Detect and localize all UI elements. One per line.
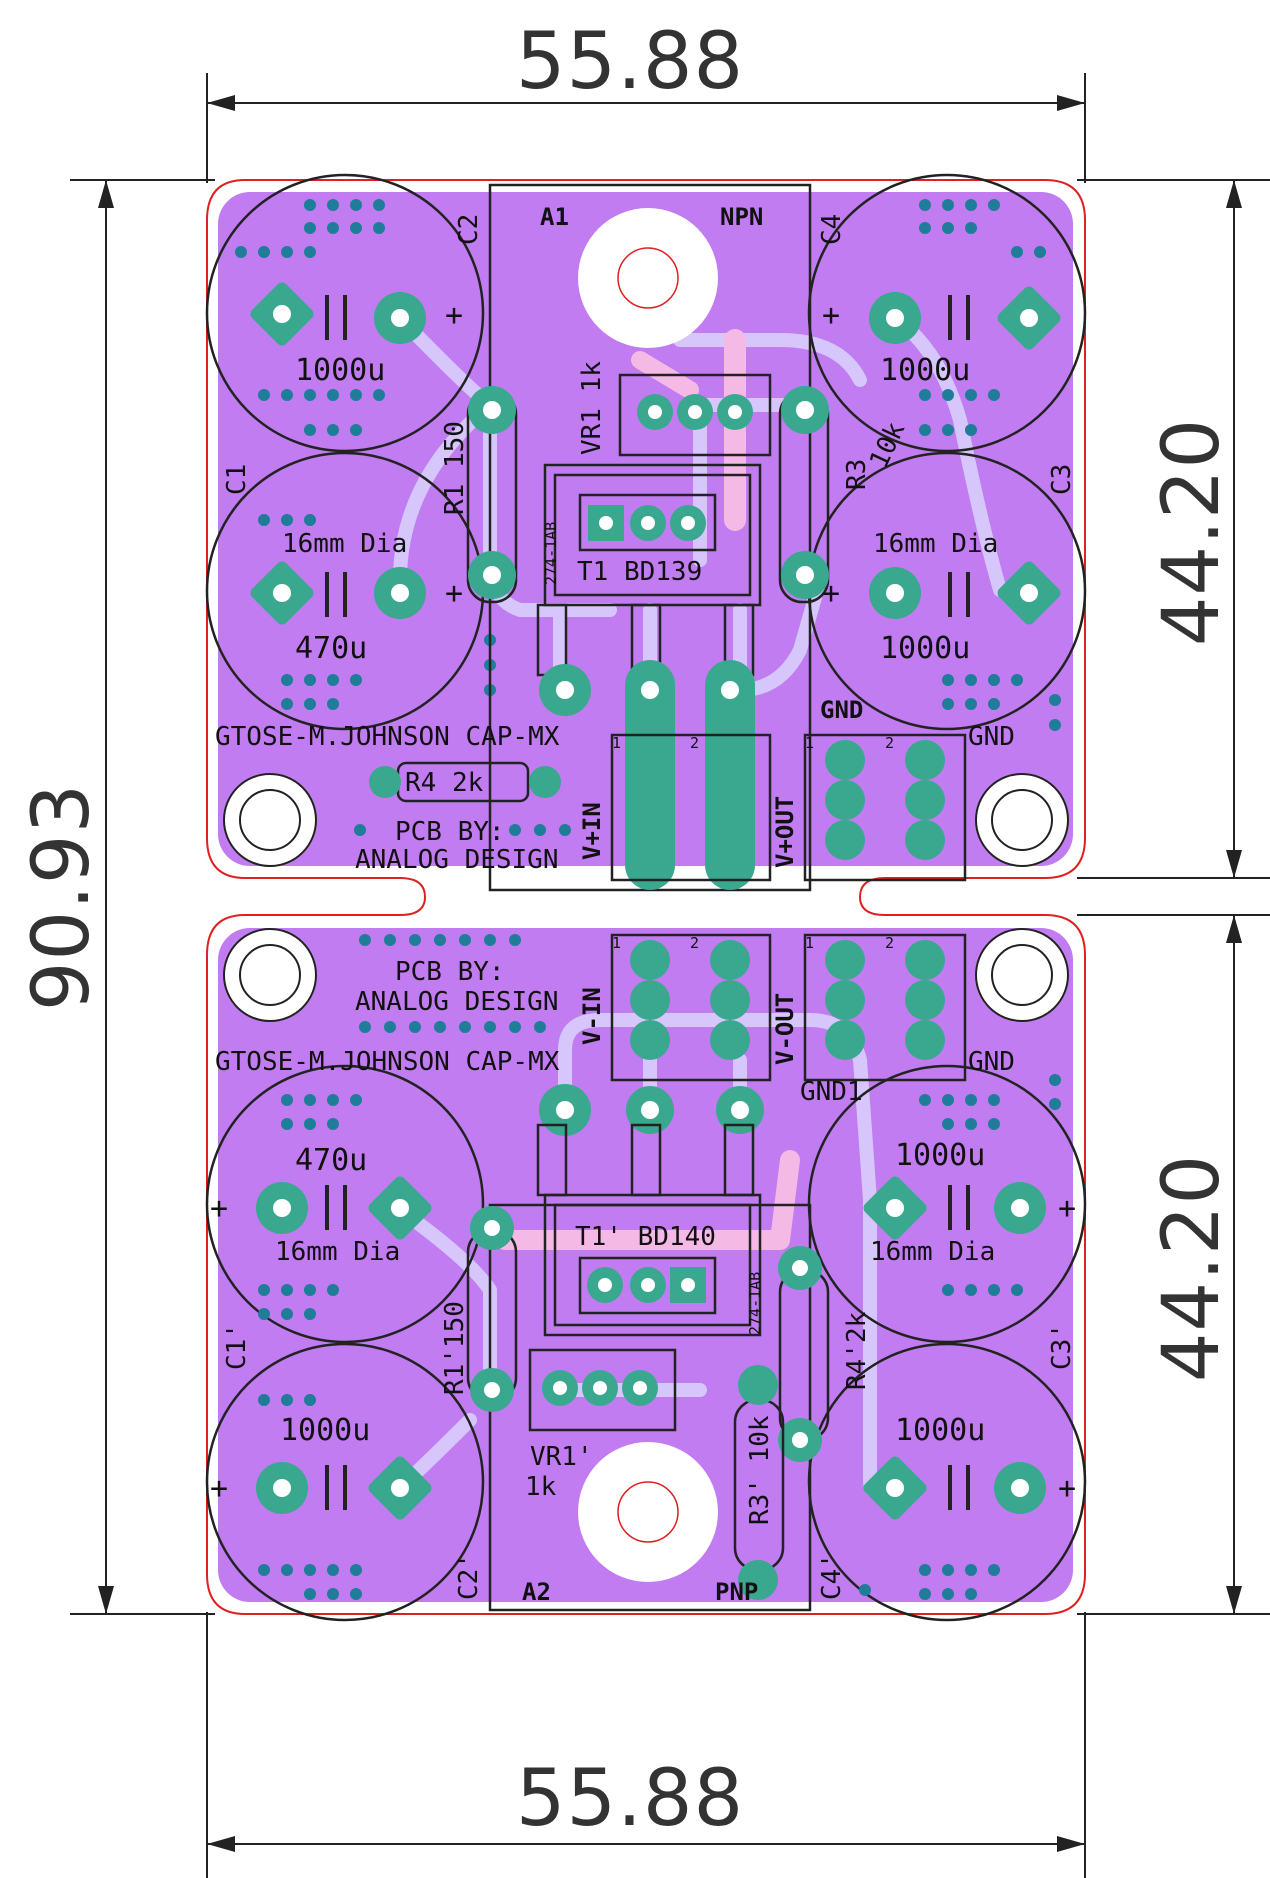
label-vr1-prime: VR1' [530, 1442, 593, 1472]
label-vr1-prime-value: 1k [525, 1472, 557, 1502]
label-credit-line2-lower: ANALOG DESIGN [355, 987, 559, 1017]
dim-bottom-width: 55.88 [516, 1754, 744, 1844]
label-c3-prime: C3' [1047, 1323, 1077, 1370]
label-r4-prime: R4'2k [842, 1311, 872, 1390]
label-c2-prime: C2' [454, 1553, 484, 1600]
label-cap-bl-prime: 1000u [280, 1413, 370, 1448]
label-board-title: GTOSE-M.JOHNSON CAP-MX [215, 722, 560, 752]
label-cap-bl: 470u [295, 631, 367, 666]
label-pin1a: 1 [612, 734, 621, 752]
label-plus-l1-lower: + [210, 1191, 228, 1226]
cap-outline-c2 [205, 173, 485, 453]
dimension-lines [70, 73, 1270, 1878]
upper-mounting-holes [223, 208, 1069, 867]
dim-lower-height: 44.20 [1147, 1154, 1237, 1382]
label-plus-l1: + [445, 298, 463, 333]
label-r1: R1 150 [440, 421, 470, 515]
dim-top-width: 55.88 [516, 17, 744, 107]
label-c3: C3 [1047, 464, 1077, 495]
label-dia-r: 16mm Dia [873, 529, 998, 559]
label-gnd1: GND1 [800, 1077, 863, 1107]
label-credit-line1-lower: PCB BY: [395, 957, 505, 987]
label-v-in: V+IN [578, 802, 606, 860]
dim-upper-height: 44.20 [1147, 418, 1237, 646]
lower-capacitors [205, 934, 1087, 1622]
edge-cut-outline [206, 179, 1086, 1615]
label-board-title-lower: GTOSE-M.JOHNSON CAP-MX [215, 1047, 560, 1077]
label-gnd-top: GND [820, 696, 863, 724]
label-cap-tl-prime: 470u [295, 1143, 367, 1178]
label-pin2a-lower: 2 [690, 934, 699, 952]
label-plus-r2: + [822, 576, 840, 611]
lower-component-outlines [466, 933, 967, 1612]
label-plus-r1-lower: + [1058, 1191, 1076, 1226]
label-pin2b-lower: 2 [885, 934, 894, 952]
label-plus-l2-lower: + [210, 1471, 228, 1506]
label-pnp: PNP [715, 1578, 758, 1606]
label-pin1b-lower: 1 [805, 934, 814, 952]
label-gnd-right: GND [968, 722, 1015, 752]
label-r1-prime: R1'150 [440, 1301, 470, 1395]
label-a2: A2 [522, 1578, 551, 1606]
label-dia-r-prime: 16mm Dia [870, 1237, 995, 1267]
label-plus-l2: + [445, 576, 463, 611]
label-package: 274-1AB [542, 522, 560, 585]
label-r3: R3 [842, 459, 872, 490]
label-v-out: V+OUT [771, 796, 799, 868]
label-cap-br-prime: 1000u [895, 1413, 985, 1448]
label-cap-br: 1000u [880, 631, 970, 666]
lower-mounting-holes [223, 928, 1069, 1582]
label-plus-r2-lower: + [1058, 1471, 1076, 1506]
label-npn: NPN [720, 203, 763, 231]
label-t1: T1 BD139 [577, 557, 702, 587]
label-credit-line1: PCB BY: [395, 817, 505, 847]
label-c1-prime: C1' [222, 1323, 252, 1370]
upper-capacitors [205, 173, 1087, 836]
label-pin2b: 2 [885, 734, 894, 752]
label-credit-line2: ANALOG DESIGN [355, 845, 559, 875]
label-pin1b: 1 [805, 734, 814, 752]
label-plus-r1: + [822, 298, 840, 333]
lower-board: A2 PNP C2' C4' C1' C3' 470u 1000u 16mm D… [205, 928, 1087, 1622]
upper-component-outlines [369, 183, 967, 892]
label-c2: C2 [454, 214, 484, 245]
label-vr1: VR1 1k [577, 361, 607, 455]
label-t1-prime: T1' BD140 [575, 1222, 716, 1252]
upper-board: A1 NPN C2 C4 C1 C3 1000u 1000u 16mm Dia … [205, 173, 1087, 892]
cap-outline-c2-prime [205, 1342, 485, 1622]
label-dia-l-prime: 16mm Dia [275, 1237, 400, 1267]
label-v-in-lower: V-IN [578, 987, 606, 1045]
label-package-prime: 274-1AB [746, 1272, 764, 1335]
label-gnd-lower: GND [968, 1047, 1015, 1077]
label-dia-l: 16mm Dia [282, 529, 407, 559]
label-pin2a: 2 [690, 734, 699, 752]
label-r4: R4 2k [405, 768, 484, 798]
label-pin1a-lower: 1 [612, 934, 621, 952]
label-a1: A1 [540, 203, 569, 231]
label-c1: C1 [222, 464, 252, 495]
label-cap-tl: 1000u [295, 353, 385, 388]
label-cap-tr-prime: 1000u [895, 1138, 985, 1173]
label-c4-prime: C4' [817, 1553, 847, 1600]
cap-outline-c1-prime [205, 1064, 485, 1344]
label-c4: C4 [817, 214, 847, 245]
label-v-out-lower: V-OUT [771, 993, 799, 1065]
label-r3-prime: R3' 10k [745, 1415, 775, 1525]
dim-total-height: 90.93 [17, 783, 107, 1011]
label-cap-tr: 1000u [880, 353, 970, 388]
